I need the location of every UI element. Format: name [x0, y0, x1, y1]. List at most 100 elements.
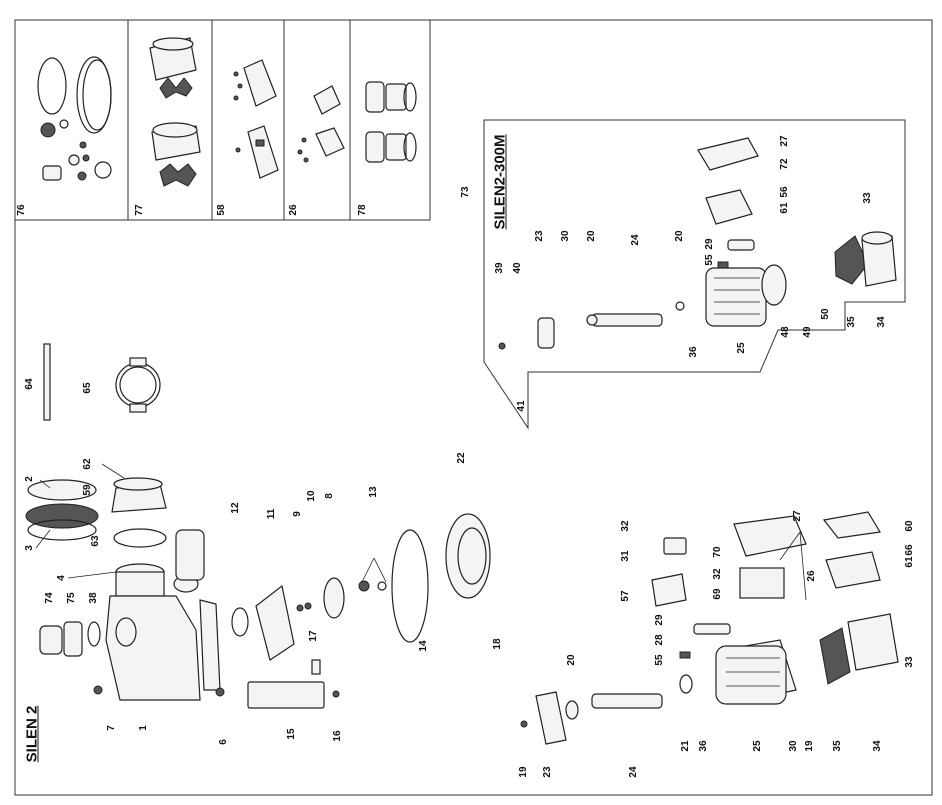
part-label: 63	[90, 535, 101, 547]
part-label: 39	[494, 262, 505, 274]
variant-motor-assembly	[498, 137, 897, 350]
part-label: 36	[688, 346, 699, 358]
part-label: 30	[560, 230, 571, 242]
part-label: 61	[779, 202, 790, 214]
part-label: 74	[44, 592, 55, 604]
part-label: 30	[788, 740, 799, 752]
part-label: 13	[368, 486, 379, 498]
part-label: 55	[704, 254, 715, 266]
part-label: 57	[620, 590, 631, 602]
part-label: 62	[82, 458, 93, 470]
part-label: 50	[820, 308, 831, 320]
part-label: 4	[56, 575, 67, 581]
part-label: 73	[460, 186, 471, 198]
part-label: 20	[566, 654, 577, 666]
part-label: 35	[846, 316, 857, 328]
leader-lines	[35, 463, 807, 601]
kit-77-fan-cover	[149, 37, 201, 187]
motor-assembly	[520, 511, 899, 745]
part-label: 65	[82, 382, 93, 394]
part-label: 18	[492, 638, 503, 650]
part-label: 6	[218, 739, 229, 745]
part-label: 60	[904, 520, 915, 532]
part-label: 75	[66, 592, 77, 604]
part-label: 41	[516, 400, 527, 412]
part-label: 17	[308, 630, 319, 642]
part-label: 33	[862, 192, 873, 204]
part-label: 27	[779, 135, 790, 147]
variant-frame	[483, 119, 906, 430]
part-label: 48	[780, 326, 791, 338]
part-label: 27	[792, 510, 803, 522]
part-label: 28	[654, 634, 665, 646]
drain-plug-key-64	[43, 343, 51, 421]
part-label: 64	[24, 378, 35, 390]
part-label: 12	[230, 502, 241, 514]
part-label: 7	[106, 725, 117, 731]
part-label: 35	[832, 740, 843, 752]
part-label: 78	[357, 204, 368, 216]
part-label: 9	[292, 511, 303, 517]
part-label: 29	[704, 238, 715, 250]
part-label: 19	[518, 766, 529, 778]
part-label: 23	[534, 230, 545, 242]
part-label: 70	[712, 546, 723, 558]
part-label: 23	[542, 766, 553, 778]
part-label: 34	[876, 316, 887, 328]
part-label: 14	[418, 640, 429, 652]
part-label: 26	[806, 570, 817, 582]
part-label: 2	[24, 476, 35, 482]
lid-wrench-65	[115, 357, 161, 413]
part-label: 59	[82, 484, 93, 496]
part-label: 56	[779, 186, 790, 198]
part-label: 26	[288, 204, 299, 216]
part-label: 11	[266, 508, 277, 520]
part-label: 3	[24, 545, 35, 551]
part-label: 24	[628, 766, 639, 778]
union-74-75-38	[39, 621, 101, 657]
part-label: 1	[138, 725, 149, 731]
kit-26-capacitor-box	[297, 85, 345, 163]
part-label: 32	[620, 520, 631, 532]
main-title: SILEN 2	[23, 705, 41, 763]
part-label: 36	[698, 740, 709, 752]
part-label: 25	[752, 740, 763, 752]
part-label: 19	[804, 740, 815, 752]
part-label: 16	[332, 730, 343, 742]
part-label: 20	[586, 230, 597, 242]
part-label: 15	[286, 728, 297, 740]
part-label: 58	[216, 204, 227, 216]
outer-frame	[14, 19, 933, 796]
variant-title: SILEN2-300M	[491, 134, 509, 230]
part-label: 76	[16, 204, 27, 216]
part-label: 49	[802, 326, 813, 338]
part-label: 33	[904, 656, 915, 668]
part-label: 29	[654, 614, 665, 626]
seal-plate-impeller	[93, 513, 491, 709]
part-label: 66	[904, 544, 915, 556]
part-label: 21	[680, 740, 691, 752]
kit-76-gaskets	[37, 56, 112, 181]
part-label: 34	[872, 740, 883, 752]
kit-78-unions	[365, 81, 417, 163]
part-label: 72	[779, 158, 790, 170]
part-label: 8	[324, 493, 335, 499]
part-label: 61	[904, 556, 915, 568]
strainer-lid	[25, 477, 167, 548]
part-label: 20	[674, 230, 685, 242]
part-label: 10	[306, 490, 317, 502]
part-label: 25	[736, 342, 747, 354]
part-label: 77	[134, 204, 145, 216]
pump-body	[105, 529, 221, 701]
part-label: 38	[88, 592, 99, 604]
part-label: 31	[620, 550, 631, 562]
kit-58-terminal-box	[233, 59, 279, 179]
part-label: 22	[456, 452, 467, 464]
part-label: 55	[654, 654, 665, 666]
accessory-box	[14, 19, 431, 221]
part-label: 24	[630, 234, 641, 246]
part-label: 32	[712, 568, 723, 580]
part-label: 40	[512, 262, 523, 274]
